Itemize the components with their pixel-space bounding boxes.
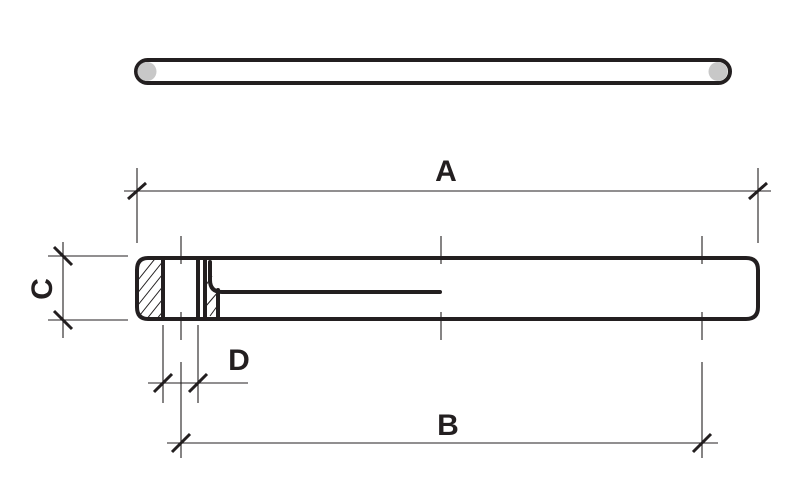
- ring-left-cross-section: [137, 62, 157, 81]
- dimension-b-label: B: [437, 409, 459, 442]
- dimension-c: C: [26, 242, 128, 338]
- ring-right-cross-section: [708, 62, 728, 81]
- dimension-b: B: [167, 362, 718, 458]
- slot-line: [208, 260, 442, 294]
- hatched-section: [137, 258, 163, 319]
- section-outline: [135, 256, 760, 321]
- dimension-d: D: [148, 325, 250, 403]
- ring-top-body: [134, 58, 732, 85]
- dimension-a: A: [124, 155, 771, 243]
- dimension-a-label: A: [435, 155, 457, 188]
- section-view: [135, 256, 760, 321]
- dimension-d-label: D: [228, 344, 250, 377]
- center-lines: [180, 236, 703, 340]
- ring-top-view: [134, 58, 732, 85]
- dimension-c-label: C: [26, 278, 59, 300]
